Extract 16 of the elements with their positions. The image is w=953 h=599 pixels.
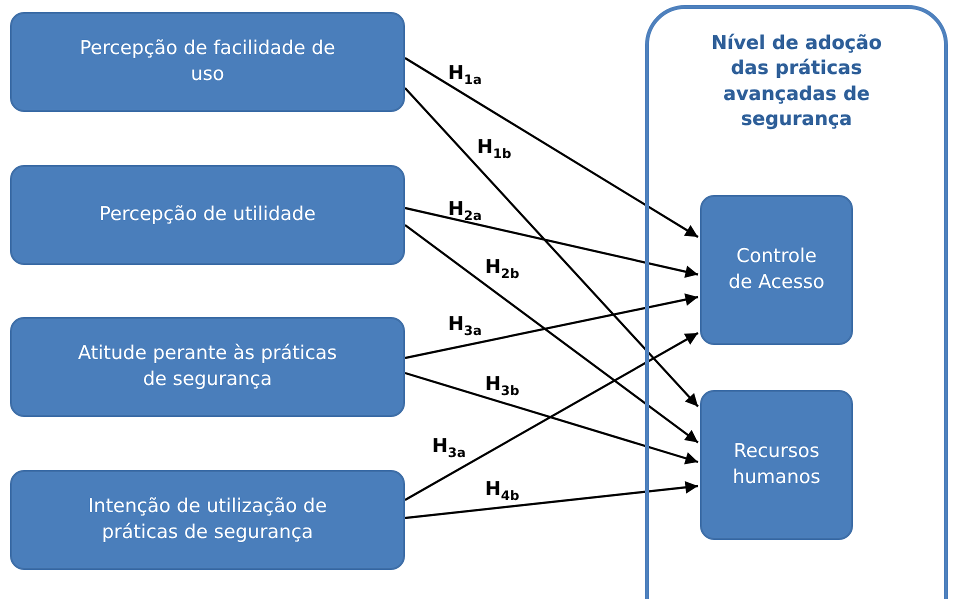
process-box: Controle de Acesso [700, 195, 853, 345]
process-box: Atitude perante às práticas de segurança [10, 317, 405, 417]
edge-label: H$_{2b}$ [485, 258, 520, 281]
edge-label: H$_{1b}$ [477, 138, 512, 161]
process-box: Recursos humanos [700, 390, 853, 540]
edge-label: H$_{1a}$ [448, 64, 482, 87]
process-box: Percepção de facilidade de uso [10, 12, 405, 112]
group-title: Nível de adoção das práticas avançadas de segurança [710, 31, 883, 132]
edge-label: H$_{3a}$ [448, 315, 482, 338]
edge-label: H$_{3a}$ [432, 437, 466, 460]
group-frame [645, 5, 948, 599]
edge-label: H$_{4b}$ [485, 480, 520, 503]
process-box: Intenção de utilização de práticas de segurança [10, 470, 405, 570]
edge-label: H$_{2a}$ [448, 200, 482, 223]
process-box: Percepção de utilidade [10, 165, 405, 265]
edge-label: H$_{3b}$ [485, 375, 520, 398]
